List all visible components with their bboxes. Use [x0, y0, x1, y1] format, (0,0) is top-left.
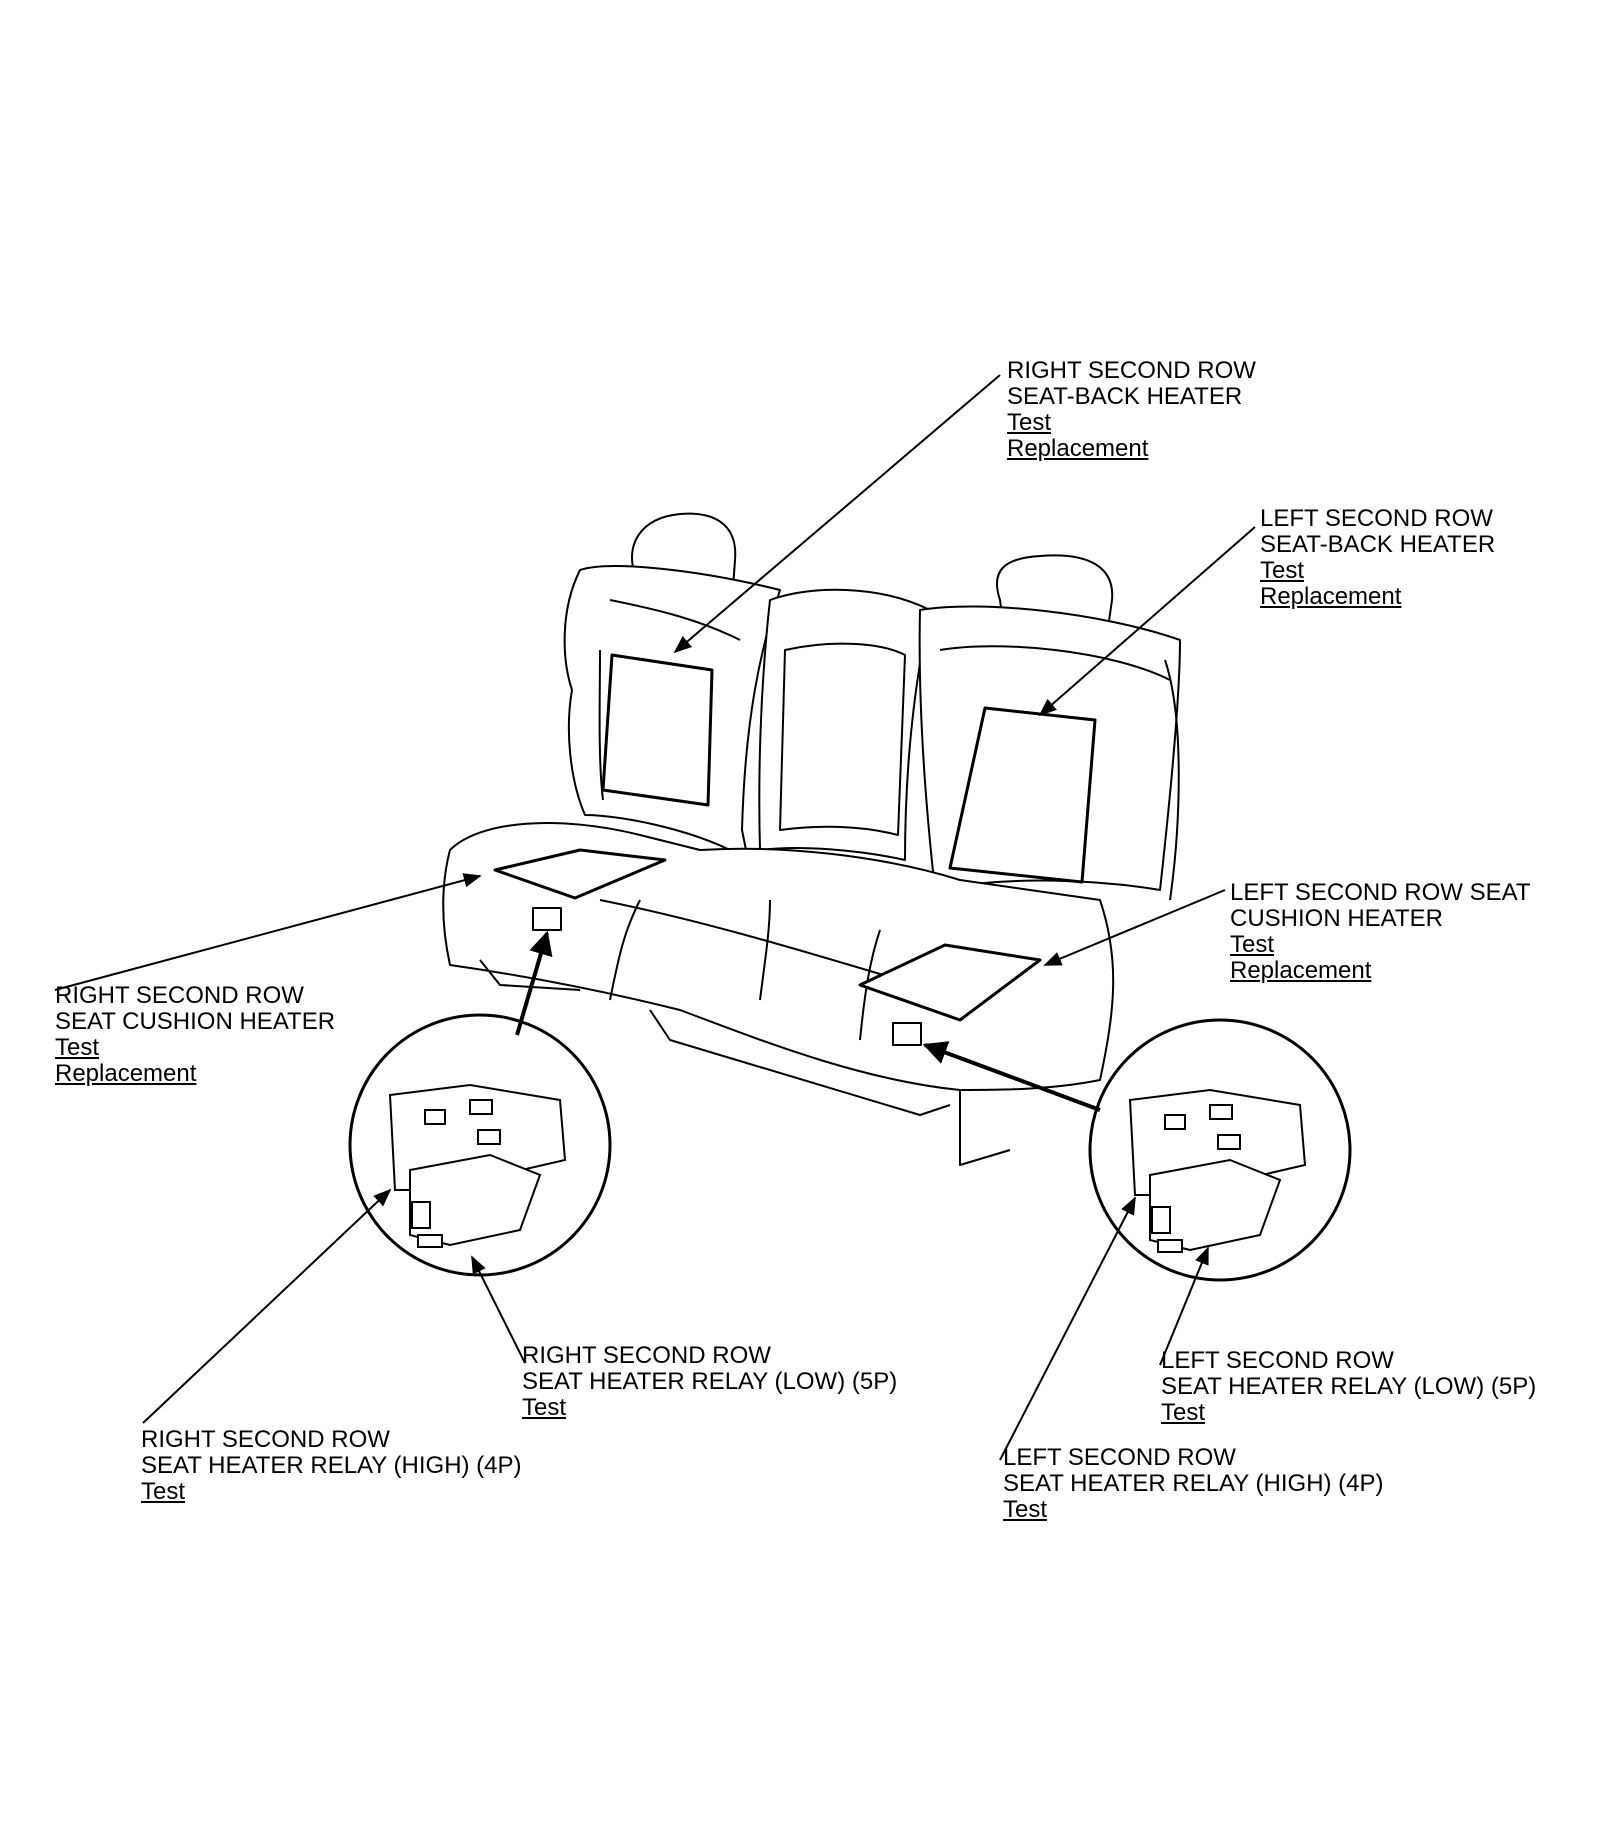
callout-line: SEAT-BACK HEATER — [1260, 531, 1496, 558]
callout-line: SEAT HEATER RELAY (LOW) (5P) — [1161, 1373, 1537, 1400]
leader-left-seatback — [1038, 526, 1256, 717]
leader-left-cushion — [1043, 889, 1226, 966]
callout-line: LEFT SECOND ROW SEAT — [1230, 879, 1531, 906]
callout-line: LEFT SECOND ROW — [1003, 1444, 1236, 1471]
callout-line: SEAT-BACK HEATER — [1007, 383, 1243, 410]
right-cushion-heater-callout: RIGHT SECOND ROW SEAT CUSHION HEATER Tes… — [55, 983, 335, 1087]
right-detail-arrow — [515, 930, 553, 1036]
callout-line: SEAT HEATER RELAY (HIGH) (4P) — [1003, 1470, 1384, 1497]
left-relay-high-test-link[interactable]: Test — [1003, 1496, 1048, 1523]
leader-right-relay-low — [471, 1255, 526, 1364]
left-relay-connector-icon — [892, 1022, 922, 1046]
left-cushion-heater-pad — [858, 943, 1042, 1022]
callout-line: RIGHT SECOND ROW — [1007, 357, 1256, 384]
callout-line: SEAT CUSHION HEATER — [55, 1008, 336, 1035]
callout-line: RIGHT SECOND ROW — [141, 1426, 390, 1453]
left-seatback-heater-pad — [948, 706, 1097, 884]
right-seatback-heater-callout: RIGHT SECOND ROW SEAT-BACK HEATER Test R… — [1007, 358, 1256, 462]
left-cushion-test-link[interactable]: Test — [1230, 931, 1275, 958]
left-seatback-heater-callout: LEFT SECOND ROW SEAT-BACK HEATER Test Re… — [1260, 506, 1495, 610]
right-cushion-test-link[interactable]: Test — [55, 1034, 100, 1061]
left-seatback-replacement-link[interactable]: Replacement — [1260, 583, 1402, 610]
left-cushion-replacement-link[interactable]: Replacement — [1230, 957, 1372, 984]
rear-seat-drawing — [442, 512, 1181, 1166]
callout-line: SEAT HEATER RELAY (HIGH) (4P) — [141, 1452, 522, 1479]
right-relay-connector-icon — [532, 907, 562, 931]
leader-right-relay-high — [142, 1188, 392, 1424]
left-detail-arrow — [922, 1041, 1101, 1112]
left-relay-low-test-link[interactable]: Test — [1161, 1399, 1206, 1426]
right-relay-low-test-link[interactable]: Test — [522, 1394, 567, 1421]
left-seatback-test-link[interactable]: Test — [1260, 557, 1305, 584]
left-relay-high-callout: LEFT SECOND ROW SEAT HEATER RELAY (HIGH)… — [1003, 1445, 1384, 1523]
leader-left-relay-low — [1159, 1246, 1209, 1366]
right-seatback-test-link[interactable]: Test — [1007, 409, 1052, 436]
callout-line: LEFT SECOND ROW — [1260, 505, 1493, 532]
right-relay-high-test-link[interactable]: Test — [141, 1478, 186, 1505]
left-cushion-heater-callout: LEFT SECOND ROW SEAT CUSHION HEATER Test… — [1230, 880, 1530, 984]
right-seatback-replacement-link[interactable]: Replacement — [1007, 435, 1149, 462]
leader-right-cushion — [54, 873, 482, 991]
right-cushion-replacement-link[interactable]: Replacement — [55, 1060, 197, 1087]
right-relay-high-callout: RIGHT SECOND ROW SEAT HEATER RELAY (HIGH… — [141, 1427, 522, 1505]
leader-right-seatback — [673, 374, 1001, 654]
callout-line: CUSHION HEATER — [1230, 905, 1443, 932]
left-relay-low-callout: LEFT SECOND ROW SEAT HEATER RELAY (LOW) … — [1161, 1348, 1536, 1426]
left-relay-detail-circle — [1088, 1018, 1352, 1282]
right-relay-low-callout: RIGHT SECOND ROW SEAT HEATER RELAY (LOW)… — [522, 1343, 897, 1421]
callout-line: LEFT SECOND ROW — [1161, 1347, 1394, 1374]
callout-line: RIGHT SECOND ROW — [55, 982, 304, 1009]
detail-arrows — [515, 930, 1101, 1112]
right-cushion-heater-pad — [493, 848, 667, 900]
callout-line: SEAT HEATER RELAY (LOW) (5P) — [522, 1368, 898, 1395]
leader-left-relay-high — [999, 1196, 1136, 1461]
callout-line: RIGHT SECOND ROW — [522, 1342, 771, 1369]
leader-lines — [54, 374, 1256, 1461]
right-relay-detail-circle — [348, 1013, 612, 1277]
right-seatback-heater-pad — [601, 653, 714, 807]
